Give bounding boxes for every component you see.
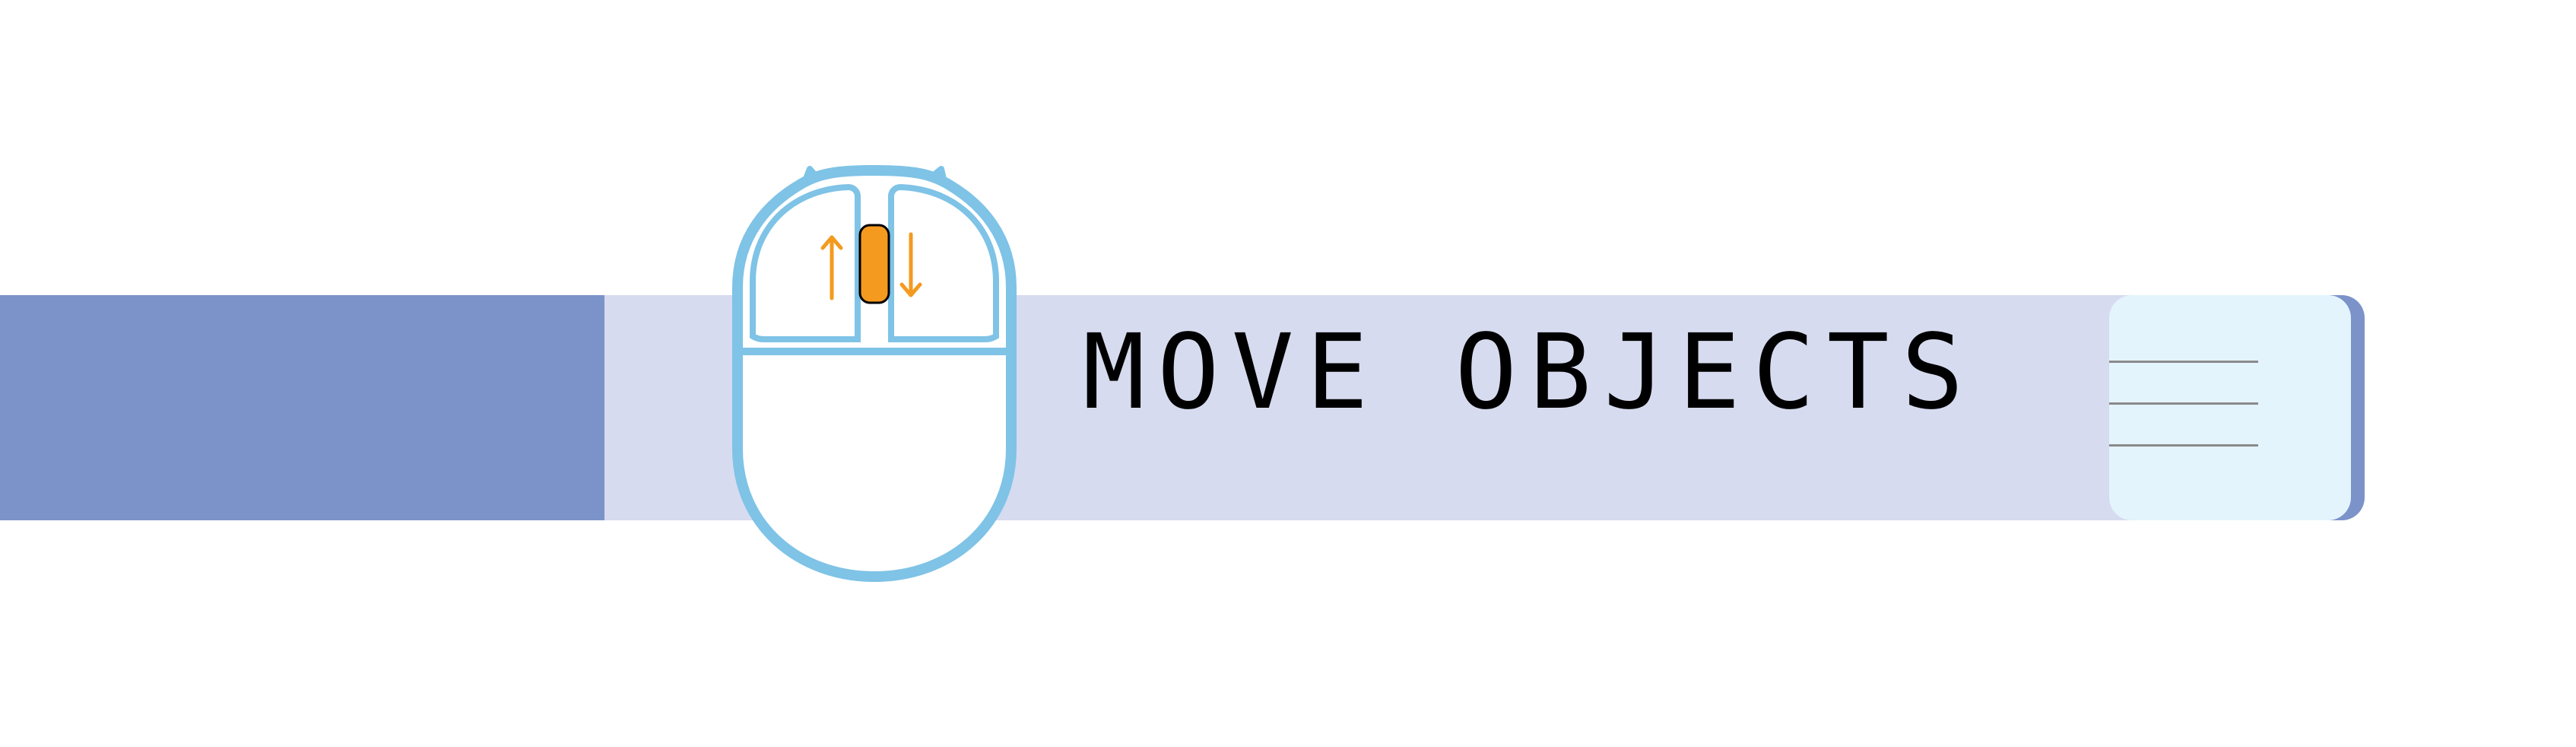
- arrow-up-icon: [820, 235, 843, 300]
- mouse-icon: [730, 160, 1019, 593]
- list-line: [2109, 402, 2258, 405]
- page-title: MOVE OBJECTS: [1083, 313, 1976, 433]
- list-line: [2109, 444, 2258, 447]
- list-panel: [2109, 295, 2351, 520]
- arrow-down-icon: [899, 232, 922, 297]
- scroll-wheel-icon: [858, 224, 890, 304]
- left-color-block: [0, 295, 604, 520]
- list-line: [2109, 361, 2258, 363]
